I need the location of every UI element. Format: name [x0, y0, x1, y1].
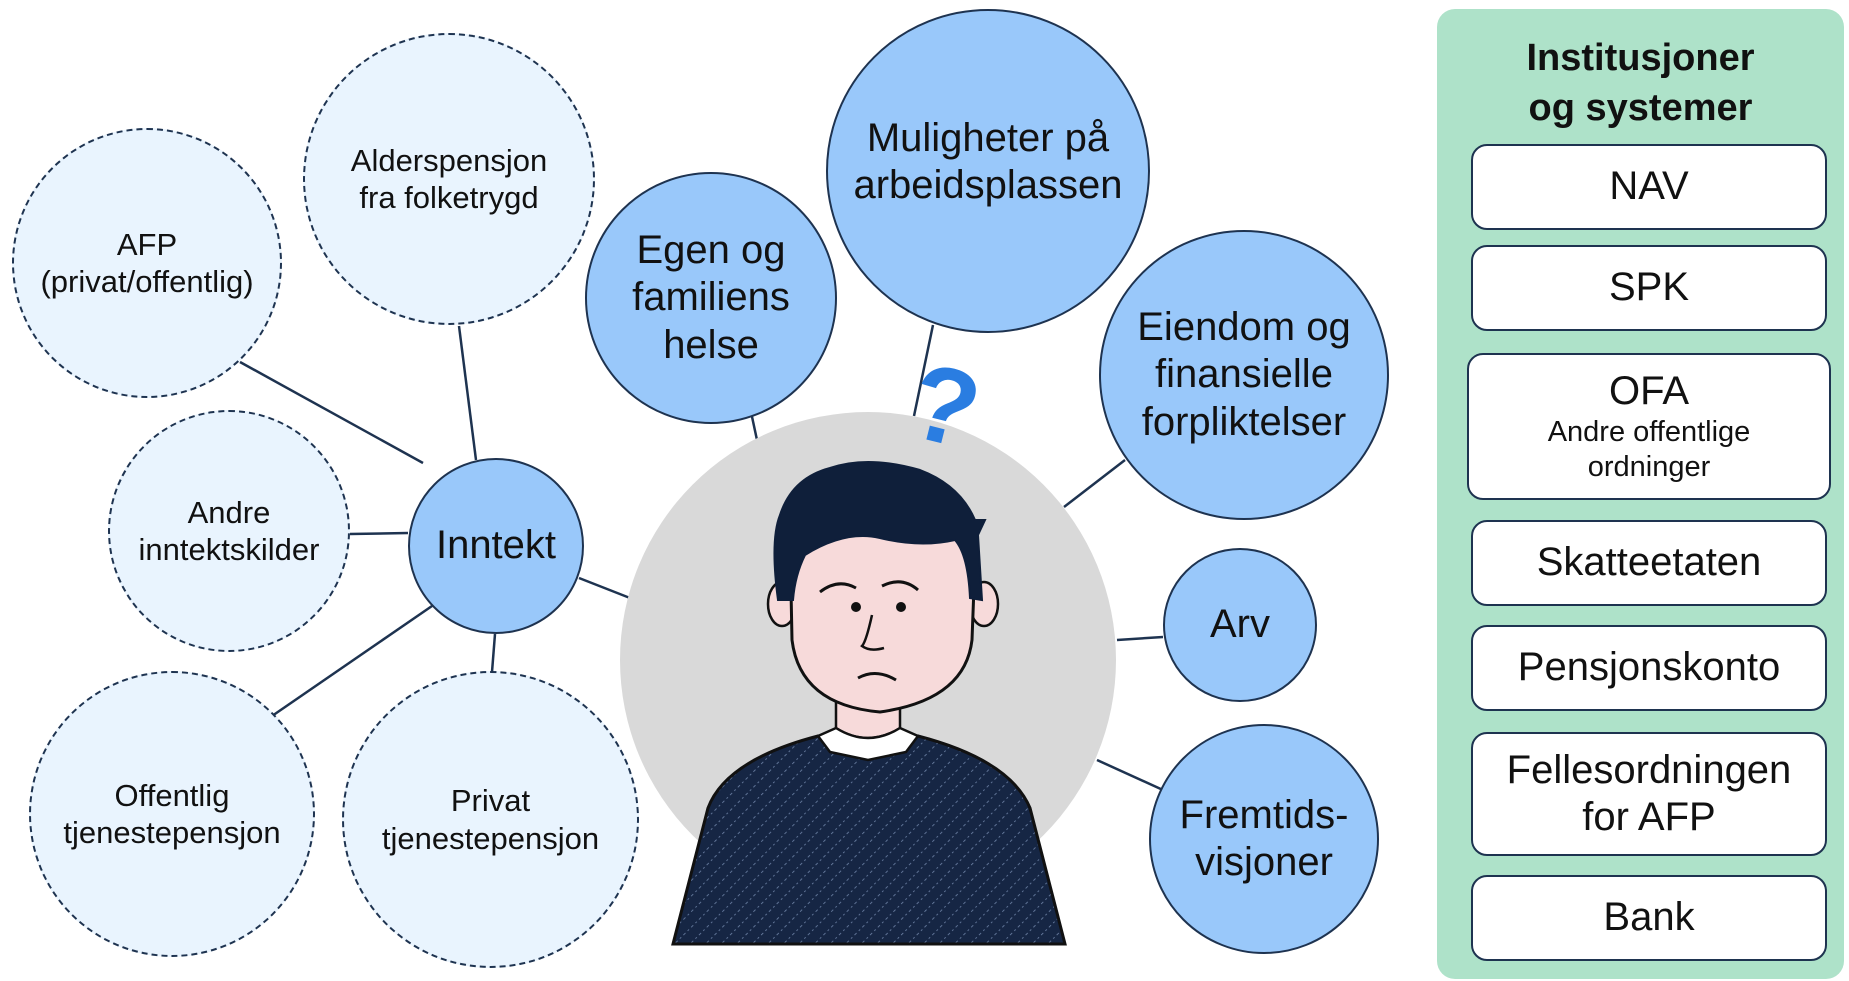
topic-muligheter-line2: arbeidsplassen [853, 163, 1123, 208]
institutions-panel: Institusjoner og systemer NAV SPK OFA An… [1437, 9, 1844, 979]
topic-arv: Arv [1163, 548, 1317, 702]
institution-bank-label: Bank [1603, 895, 1695, 940]
institution-ofa[interactable]: OFA Andre offentlige ordninger [1467, 353, 1831, 500]
institution-skatteetaten[interactable]: Skatteetaten [1471, 520, 1827, 606]
topic-andre-inntektskilder-line1: Andre [187, 494, 271, 530]
institutions-title-line1: Institusjoner [1526, 37, 1755, 79]
connector-lines [239, 324, 1164, 792]
topic-helse-line1: Egen og [636, 228, 786, 273]
institution-ofa-label: OFA [1608, 369, 1690, 414]
topic-privat-tjenestepensjon: Privat tjenestepensjon [342, 671, 639, 968]
institution-fellesordningen[interactable]: Fellesordningen for AFP [1471, 732, 1827, 856]
institution-nav[interactable]: NAV [1471, 144, 1827, 230]
topic-andre-inntektskilder: Andre inntektskilder [108, 410, 350, 652]
institution-bank[interactable]: Bank [1471, 875, 1827, 961]
institution-ofa-sub-line1: Andre offentlige [1547, 416, 1751, 449]
institution-fellesordningen-line2: for AFP [1582, 795, 1716, 839]
topic-helse-line2: familiens [632, 275, 790, 320]
topic-offentlig-tjenestepensjon-line1: Offentlig [114, 777, 230, 813]
topic-helse: Egen og familiens helse [585, 172, 837, 424]
institution-spk-label: SPK [1608, 265, 1690, 310]
topic-andre-inntektskilder-line2: inntektskilder [138, 532, 320, 567]
topic-muligheter-line1: Muligheter på [866, 116, 1110, 160]
topic-afp: AFP (privat/offentlig) [12, 128, 282, 398]
topic-alderspensjon-line2: fra folketrygd [359, 180, 539, 215]
topic-fremtidsvisjoner-line1: Fremtids- [1179, 792, 1349, 837]
institution-pensjonskonto[interactable]: Pensjonskonto [1471, 625, 1827, 711]
institution-skatteetaten-label: Skatteetaten [1536, 540, 1762, 585]
topic-fremtidsvisjoner: Fremtids- visjoner [1149, 724, 1379, 954]
hair [773, 461, 987, 602]
institutions-title-line2: og systemer [1528, 87, 1753, 129]
topic-offentlig-tjenestepensjon: Offentlig tjenestepensjon [29, 671, 315, 957]
topic-inntekt: Inntekt [408, 458, 584, 634]
topic-afp-line1: AFP [116, 226, 178, 262]
topic-fremtidsvisjoner-line2: visjoner [1195, 840, 1333, 884]
topic-helse-line3: helse [663, 322, 759, 367]
topic-arv-label: Arv [1210, 602, 1270, 647]
topic-privat-tjenestepensjon-line1: Privat [450, 783, 531, 819]
topic-eiendom-line2: finansielle [1155, 352, 1333, 397]
topic-eiendom-line3: forpliktelser [1141, 399, 1347, 444]
topic-alderspensjon-line1: Alderspensjon [350, 142, 548, 178]
institution-pensjonskonto-label: Pensjonskonto [1517, 645, 1781, 690]
institutions-panel-title: Institusjoner og systemer [1437, 33, 1844, 133]
topic-alderspensjon: Alderspensjon fra folketrygd [303, 33, 595, 325]
institution-fellesordningen-line1: Fellesordningen [1506, 747, 1792, 792]
topic-muligheter: Muligheter på arbeidsplassen [826, 9, 1150, 333]
topic-privat-tjenestepensjon-line2: tjenestepensjon [381, 820, 600, 856]
institution-spk[interactable]: SPK [1471, 245, 1827, 331]
topic-inntekt-label: Inntekt [435, 523, 557, 568]
topic-afp-line2: (privat/offentlig) [40, 264, 254, 299]
topic-eiendom: Eiendom og finansielle forpliktelser [1099, 230, 1389, 520]
topic-eiendom-line1: Eiendom og [1137, 305, 1351, 350]
institution-nav-label: NAV [1609, 164, 1689, 209]
person-illustration [620, 412, 1116, 946]
institution-ofa-sub-line2: ordninger [1587, 451, 1711, 484]
topic-offentlig-tjenestepensjon-line2: tjenestepensjon [63, 815, 281, 850]
